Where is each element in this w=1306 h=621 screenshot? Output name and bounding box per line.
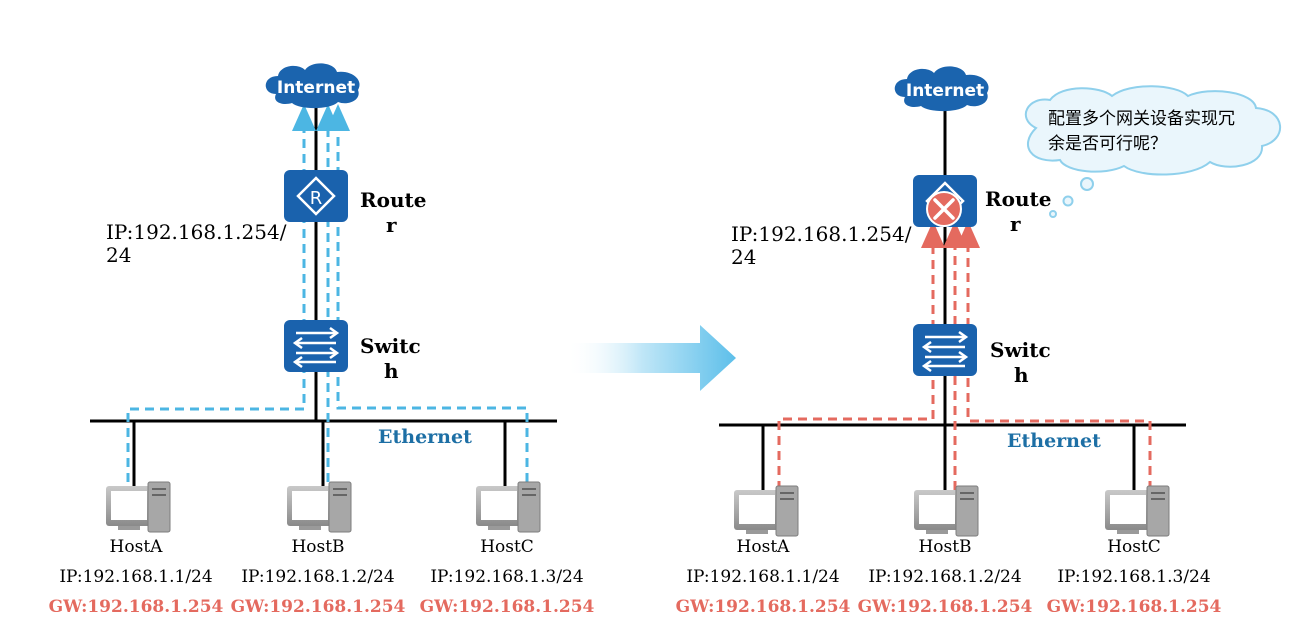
host-name: HostA: [737, 537, 791, 557]
left-host-c: HostC IP:192.168.1.3/24 GW:192.168.1.254: [420, 481, 595, 617]
pc-icon: [287, 481, 352, 533]
right-router-ip-2: 24: [731, 245, 756, 269]
left-host-b: HostB IP:192.168.1.2/24 GW:192.168.1.254: [231, 481, 406, 617]
pc-icon: [476, 481, 541, 533]
right-host-a: HostA IP:192.168.1.1/24 GW:192.168.1.254: [676, 485, 851, 617]
right-switch-label-1: Switc: [990, 338, 1051, 362]
pc-icon: [914, 485, 979, 537]
right-internet-cloud: Internet: [894, 66, 989, 112]
left-router-ip-2: 24: [106, 243, 131, 267]
left-diagram: Internet R Route r IP:192.168.1.254/ 24 …: [49, 63, 595, 617]
left-router-label-1: Route: [360, 188, 426, 212]
left-ethernet-label: Ethernet: [378, 426, 472, 448]
host-gateway: GW:192.168.1.254: [231, 597, 406, 617]
left-host-a: HostA IP:192.168.1.1/24 GW:192.168.1.254: [49, 481, 224, 617]
right-ethernet-label: Ethernet: [1007, 430, 1101, 452]
pc-icon: [1105, 485, 1170, 537]
right-diagram: Internet 配置多个网关设备实现冗 余是否可行呢？ Route r IP:…: [676, 66, 1281, 617]
left-internet-cloud: Internet: [265, 63, 360, 109]
right-host-c: HostC IP:192.168.1.3/24 GW:192.168.1.254: [1047, 485, 1222, 617]
host-name: HostB: [918, 537, 971, 557]
pc-icon: [734, 485, 799, 537]
host-name: HostC: [1107, 537, 1161, 557]
pc-icon: [106, 481, 171, 533]
right-router-ip-1: IP:192.168.1.254/: [731, 222, 912, 246]
left-switch-label-2: h: [384, 359, 399, 383]
left-switch-icon: [284, 320, 348, 372]
host-gateway: GW:192.168.1.254: [858, 597, 1033, 617]
right-router-label-2: r: [1010, 212, 1021, 236]
right-switch-icon: [913, 324, 977, 376]
host-name: HostB: [291, 537, 344, 557]
host-name: HostC: [480, 537, 534, 557]
right-thought-bubble: 配置多个网关设备实现冗 余是否可行呢？: [1024, 85, 1281, 218]
transition-arrow-icon: [566, 325, 736, 391]
host-gateway: GW:192.168.1.254: [420, 597, 595, 617]
left-router-label-2: r: [386, 213, 397, 237]
right-switch-label-2: h: [1014, 363, 1029, 387]
left-internet-label: Internet: [277, 78, 355, 98]
thought-line-2: 余是否可行呢？: [1048, 134, 1167, 154]
left-flow-hosta: [126, 104, 316, 482]
host-gateway: GW:192.168.1.254: [49, 597, 224, 617]
left-flow-hostc: [326, 104, 529, 482]
host-ip: IP:192.168.1.1/24: [686, 567, 839, 587]
svg-text:R: R: [310, 188, 323, 209]
host-ip: IP:192.168.1.3/24: [1057, 567, 1210, 587]
left-router-ip-1: IP:192.168.1.254/: [106, 220, 287, 244]
thought-line-1: 配置多个网关设备实现冗: [1048, 109, 1235, 129]
right-router-label-1: Route: [985, 187, 1051, 211]
router-failure-icon: [926, 191, 962, 227]
left-switch-label-1: Switc: [360, 334, 421, 358]
right-flow-hosta: [777, 221, 945, 490]
host-gateway: GW:192.168.1.254: [1047, 597, 1222, 617]
host-name: HostA: [110, 537, 164, 557]
left-router-icon: R: [284, 170, 348, 222]
host-ip: IP:192.168.1.1/24: [59, 567, 212, 587]
host-ip: IP:192.168.1.2/24: [868, 567, 1021, 587]
right-internet-label: Internet: [906, 81, 984, 101]
host-ip: IP:192.168.1.3/24: [430, 567, 583, 587]
right-host-b: HostB IP:192.168.1.2/24 GW:192.168.1.254: [858, 485, 1033, 617]
host-ip: IP:192.168.1.2/24: [241, 567, 394, 587]
host-gateway: GW:192.168.1.254: [676, 597, 851, 617]
